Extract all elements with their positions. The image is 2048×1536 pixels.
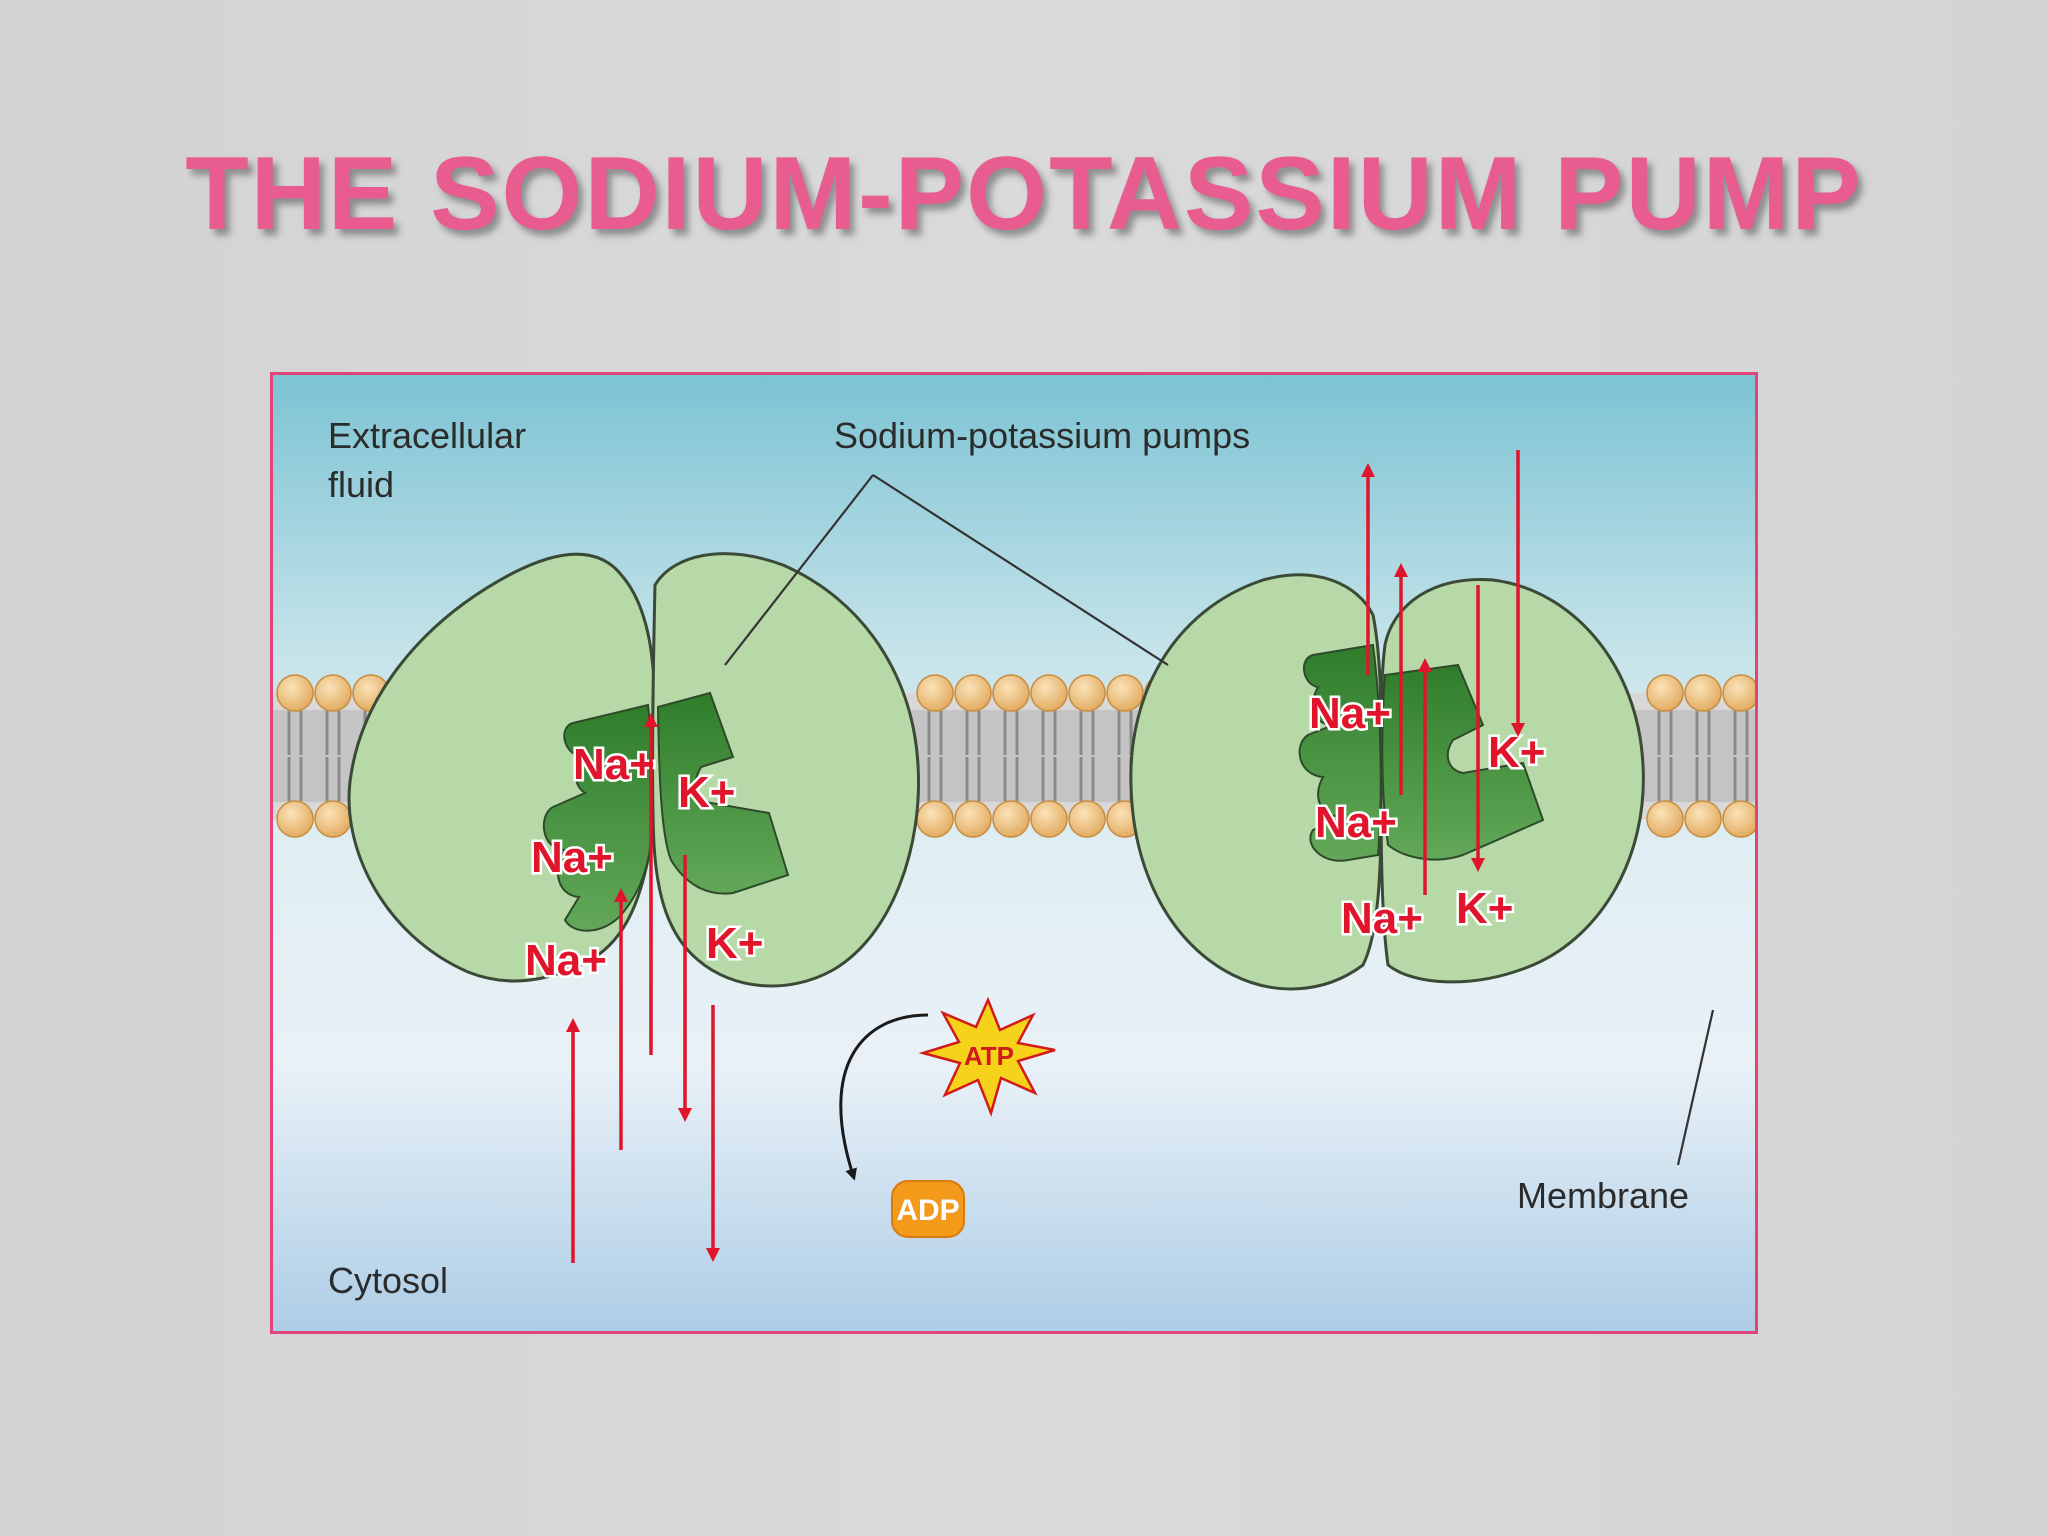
right-pump: Na+ Na+ Na+ K+ K+	[1129, 450, 1645, 991]
lipid-tail	[1657, 757, 1673, 801]
lipid-head	[314, 800, 352, 838]
left-na-ion-3: Na+	[525, 936, 607, 985]
pumps-label: Sodium-potassium pumps	[834, 415, 1250, 456]
lipid-head	[1106, 674, 1144, 712]
left-k-ion-2: K+	[706, 919, 763, 968]
lipid-head	[954, 674, 992, 712]
left-pump: Na+ Na+ Na+ K+ K+	[347, 552, 921, 1263]
lipid-tail	[1079, 757, 1095, 801]
lipid-tail	[287, 757, 303, 801]
lipid-head	[916, 674, 954, 712]
left-pump-k-core	[656, 691, 790, 895]
lipid-tail	[1733, 711, 1749, 755]
lipid-tail	[927, 711, 943, 755]
lipid-tail	[1041, 757, 1057, 801]
lipid-tail	[325, 757, 341, 801]
lipid-tail	[287, 711, 303, 755]
adp-badge	[891, 1180, 965, 1238]
lipid-head	[1684, 674, 1722, 712]
right-k-ion-2: K+	[1456, 884, 1513, 933]
lipid-tail	[1657, 711, 1673, 755]
right-pump-na-core	[1298, 643, 1382, 862]
lipid-tail	[1695, 757, 1711, 801]
lipid-head	[314, 674, 352, 712]
atp-to-adp-arrow	[839, 1013, 929, 1181]
membrane-label: Membrane	[1517, 1175, 1689, 1216]
lipid-head	[1030, 674, 1068, 712]
left-pump-binding-core	[542, 703, 654, 932]
left-na-ion-2: Na+	[531, 833, 613, 882]
extracellular-label-line2: fluid	[328, 464, 394, 505]
atp-burst-icon	[918, 996, 1056, 1117]
right-na-ion-1: Na+	[1309, 689, 1391, 738]
lipid-head	[1722, 800, 1755, 838]
membrane-pointer-line	[1676, 1009, 1715, 1166]
right-na-ion-2: Na+	[1315, 798, 1397, 847]
diagram-canvas: Na+ Na+ Na+ K+ K+ Na+ Na+ Na+	[273, 375, 1755, 1331]
lipid-tail	[965, 757, 981, 801]
lipid-tail	[1079, 711, 1095, 755]
lipid-tail	[325, 711, 341, 755]
atp-label: ATP	[964, 1041, 1014, 1071]
lipid-head	[916, 800, 954, 838]
slide-title: THE SODIUM-POTASSIUM PUMP	[185, 136, 1863, 252]
lipid-head	[1646, 674, 1684, 712]
lipid-head	[1722, 674, 1755, 712]
lipid-tail	[927, 757, 943, 801]
cytosol-label: Cytosol	[328, 1260, 448, 1301]
lipid-head	[1684, 800, 1722, 838]
lipid-head	[954, 800, 992, 838]
lipid-head	[992, 800, 1030, 838]
adp-label: ADP	[896, 1194, 959, 1227]
lipid-tail	[1695, 711, 1711, 755]
lipid-head	[276, 800, 314, 838]
lipid-tail	[1733, 757, 1749, 801]
left-na-ion-1: Na+	[573, 740, 655, 789]
lipid-head	[992, 674, 1030, 712]
right-na-ion-3: Na+	[1341, 894, 1423, 943]
lipid-head	[1068, 800, 1106, 838]
extracellular-label-line1: Extracellular	[328, 415, 526, 456]
pump-diagram: Na+ Na+ Na+ K+ K+ Na+ Na+ Na+	[270, 372, 1758, 1334]
lipid-head	[1030, 800, 1068, 838]
left-k-ion-1: K+	[678, 768, 735, 817]
lipid-head	[1068, 674, 1106, 712]
pumps-pointer-lines	[724, 474, 1169, 666]
lipid-head	[1646, 800, 1684, 838]
right-k-ion-1: K+	[1488, 728, 1545, 777]
lipid-tail	[965, 711, 981, 755]
lipid-head	[276, 674, 314, 712]
right-pump-k-core	[1381, 663, 1545, 861]
lipid-tail	[1003, 711, 1019, 755]
lipid-tail	[1041, 711, 1057, 755]
lipid-tail	[1003, 757, 1019, 801]
